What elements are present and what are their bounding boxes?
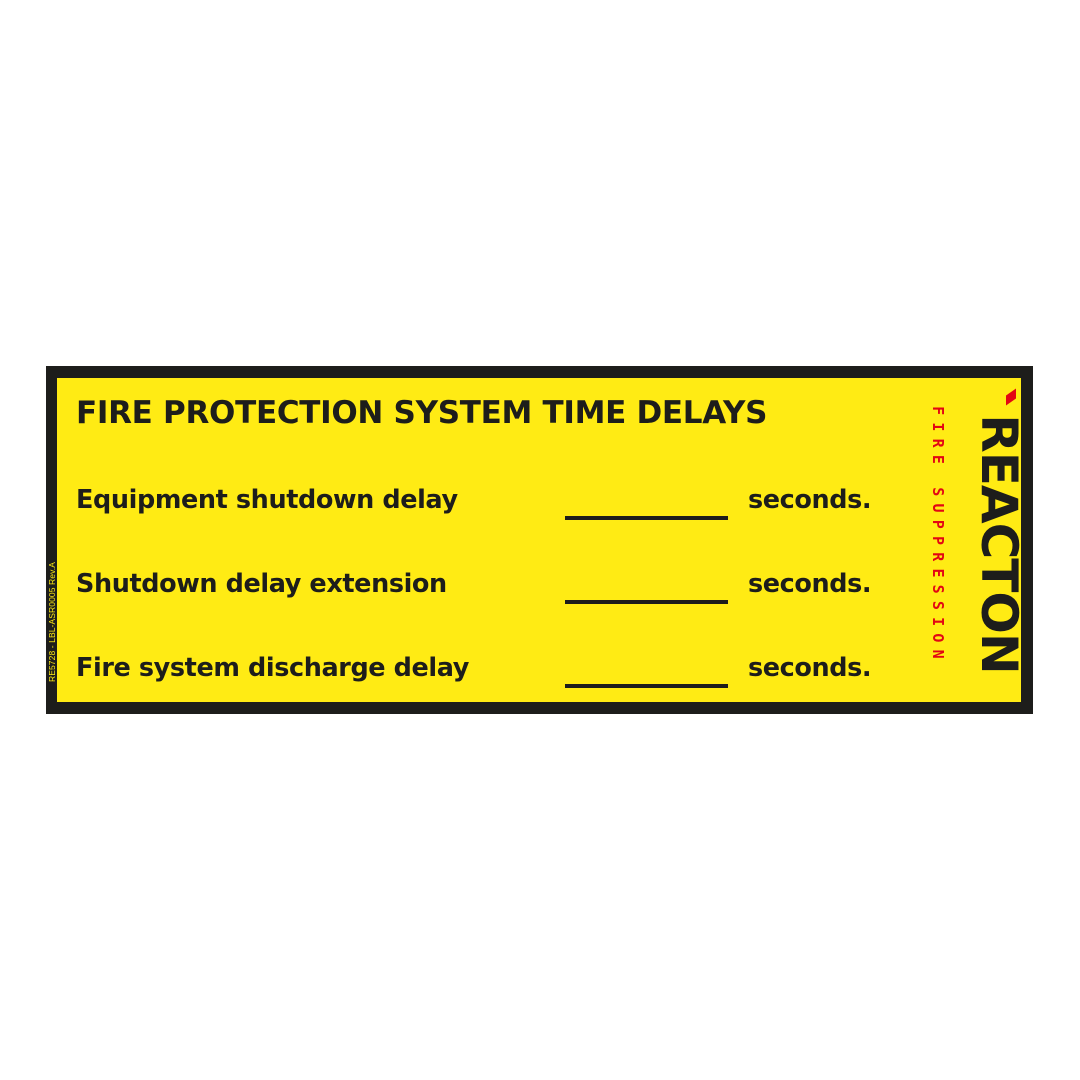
label-title: FIRE PROTECTION SYSTEM TIME DELAYS <box>76 395 768 431</box>
unit-label: seconds. <box>748 653 872 683</box>
logo-brand: REACTON <box>970 414 1028 674</box>
row-equipment-shutdown-delay: Equipment shutdown delay seconds. <box>76 485 906 525</box>
unit-label: seconds. <box>748 485 872 515</box>
label-face: FIRE PROTECTION SYSTEM TIME DELAYS Equip… <box>57 378 1028 702</box>
row-label: Shutdown delay extension <box>76 569 447 599</box>
part-number: RE5728 - LBL-ASR0005 Rev.A <box>46 561 57 683</box>
row-label: Fire system discharge delay <box>76 653 470 683</box>
seconds-blank-field[interactable] <box>565 600 728 604</box>
unit-label: seconds. <box>748 569 872 599</box>
seconds-blank-field[interactable] <box>565 516 728 520</box>
logo-accent-icon <box>1006 388 1016 406</box>
row-fire-system-discharge-delay: Fire system discharge delay seconds. <box>76 653 906 693</box>
fire-delay-label: RE5728 - LBL-ASR0005 Rev.A FIRE PROTECTI… <box>46 366 1033 714</box>
logo-tagline: FIRE SUPPRESSION <box>929 406 947 666</box>
reacton-logo: REACTON FIRE SUPPRESSION <box>907 386 1028 696</box>
seconds-blank-field[interactable] <box>565 684 728 688</box>
side-code-strip: RE5728 - LBL-ASR0005 Rev.A <box>46 366 57 714</box>
row-shutdown-delay-extension: Shutdown delay extension seconds. <box>76 569 906 609</box>
row-label: Equipment shutdown delay <box>76 485 458 515</box>
